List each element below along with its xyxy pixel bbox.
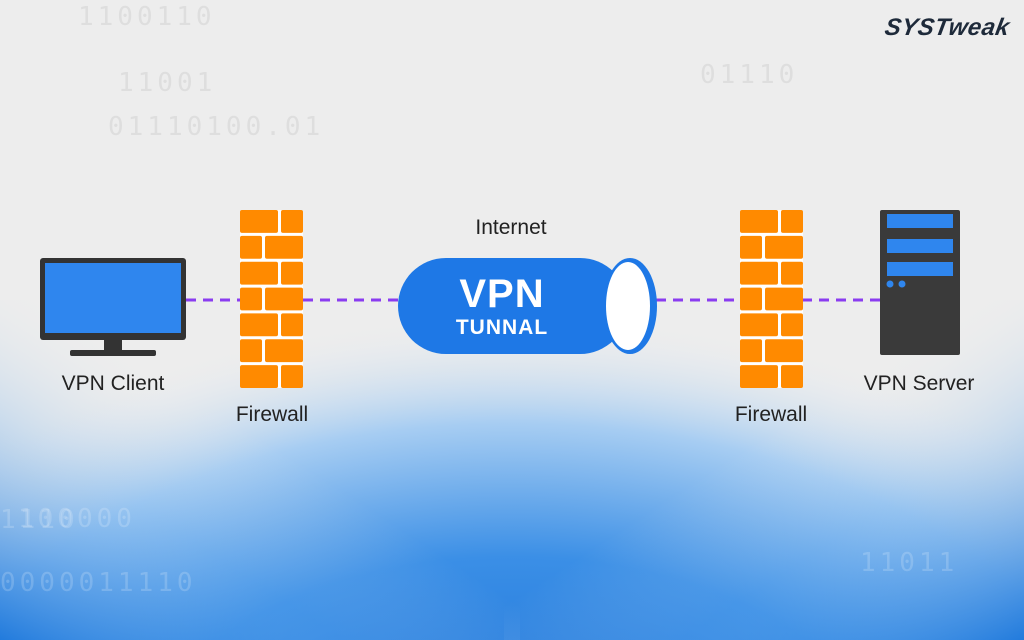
firewall-brick bbox=[240, 365, 278, 388]
background-binary-text: 11011 bbox=[860, 548, 959, 578]
tunnel-subtitle: TUNNAL bbox=[455, 316, 549, 339]
background-binary-text: 1100110 bbox=[78, 2, 216, 32]
firewall-brick bbox=[740, 287, 762, 311]
firewall-icon bbox=[740, 210, 803, 388]
firewall-brick bbox=[765, 235, 803, 259]
tunnel-title: VPN bbox=[459, 272, 545, 316]
firewall-brick bbox=[281, 210, 303, 233]
firewall-brick bbox=[240, 235, 262, 259]
firewall-brick bbox=[265, 287, 303, 311]
internet-label: Internet bbox=[475, 216, 547, 239]
background-binary-text: 11001 bbox=[118, 68, 217, 98]
firewall-brick bbox=[240, 261, 278, 285]
firewall-brick bbox=[240, 210, 278, 233]
vpn-client-label: VPN Client bbox=[61, 372, 165, 395]
firewall-brick bbox=[765, 339, 803, 363]
firewall-brick bbox=[740, 313, 778, 337]
background-binary-text: 100000 bbox=[18, 504, 136, 534]
firewall-brick bbox=[240, 287, 262, 311]
vpn-tunnel-icon bbox=[398, 258, 657, 354]
firewall-brick bbox=[265, 339, 303, 363]
firewall-brick bbox=[240, 339, 262, 363]
firewall-icon bbox=[240, 210, 303, 388]
firewall-brick bbox=[265, 235, 303, 259]
vpn-server-label: VPN Server bbox=[863, 372, 975, 395]
firewall-brick bbox=[740, 339, 762, 363]
firewall-brick bbox=[781, 313, 803, 337]
firewall-brick bbox=[781, 210, 803, 233]
background-binary-text: 1110 bbox=[0, 505, 79, 535]
firewall-brick bbox=[281, 313, 303, 337]
background-binary-text: 01110 bbox=[700, 60, 799, 90]
firewall-brick bbox=[281, 365, 303, 388]
firewall-right-label: Firewall bbox=[734, 403, 808, 426]
firewall-brick bbox=[281, 261, 303, 285]
firewall-brick bbox=[781, 365, 803, 388]
firewall-brick bbox=[781, 261, 803, 285]
firewall-brick bbox=[740, 235, 762, 259]
firewall-brick bbox=[740, 210, 778, 233]
background-binary-text: 01110100.01 bbox=[108, 112, 325, 142]
firewall-brick bbox=[765, 287, 803, 311]
monitor-icon bbox=[40, 258, 186, 356]
server-icon bbox=[880, 210, 960, 355]
firewall-brick bbox=[740, 365, 778, 388]
background-binary-text: 0000011110 bbox=[0, 568, 197, 598]
firewall-brick bbox=[740, 261, 778, 285]
firewall-brick bbox=[240, 313, 278, 337]
firewall-left-label: Firewall bbox=[235, 403, 309, 426]
